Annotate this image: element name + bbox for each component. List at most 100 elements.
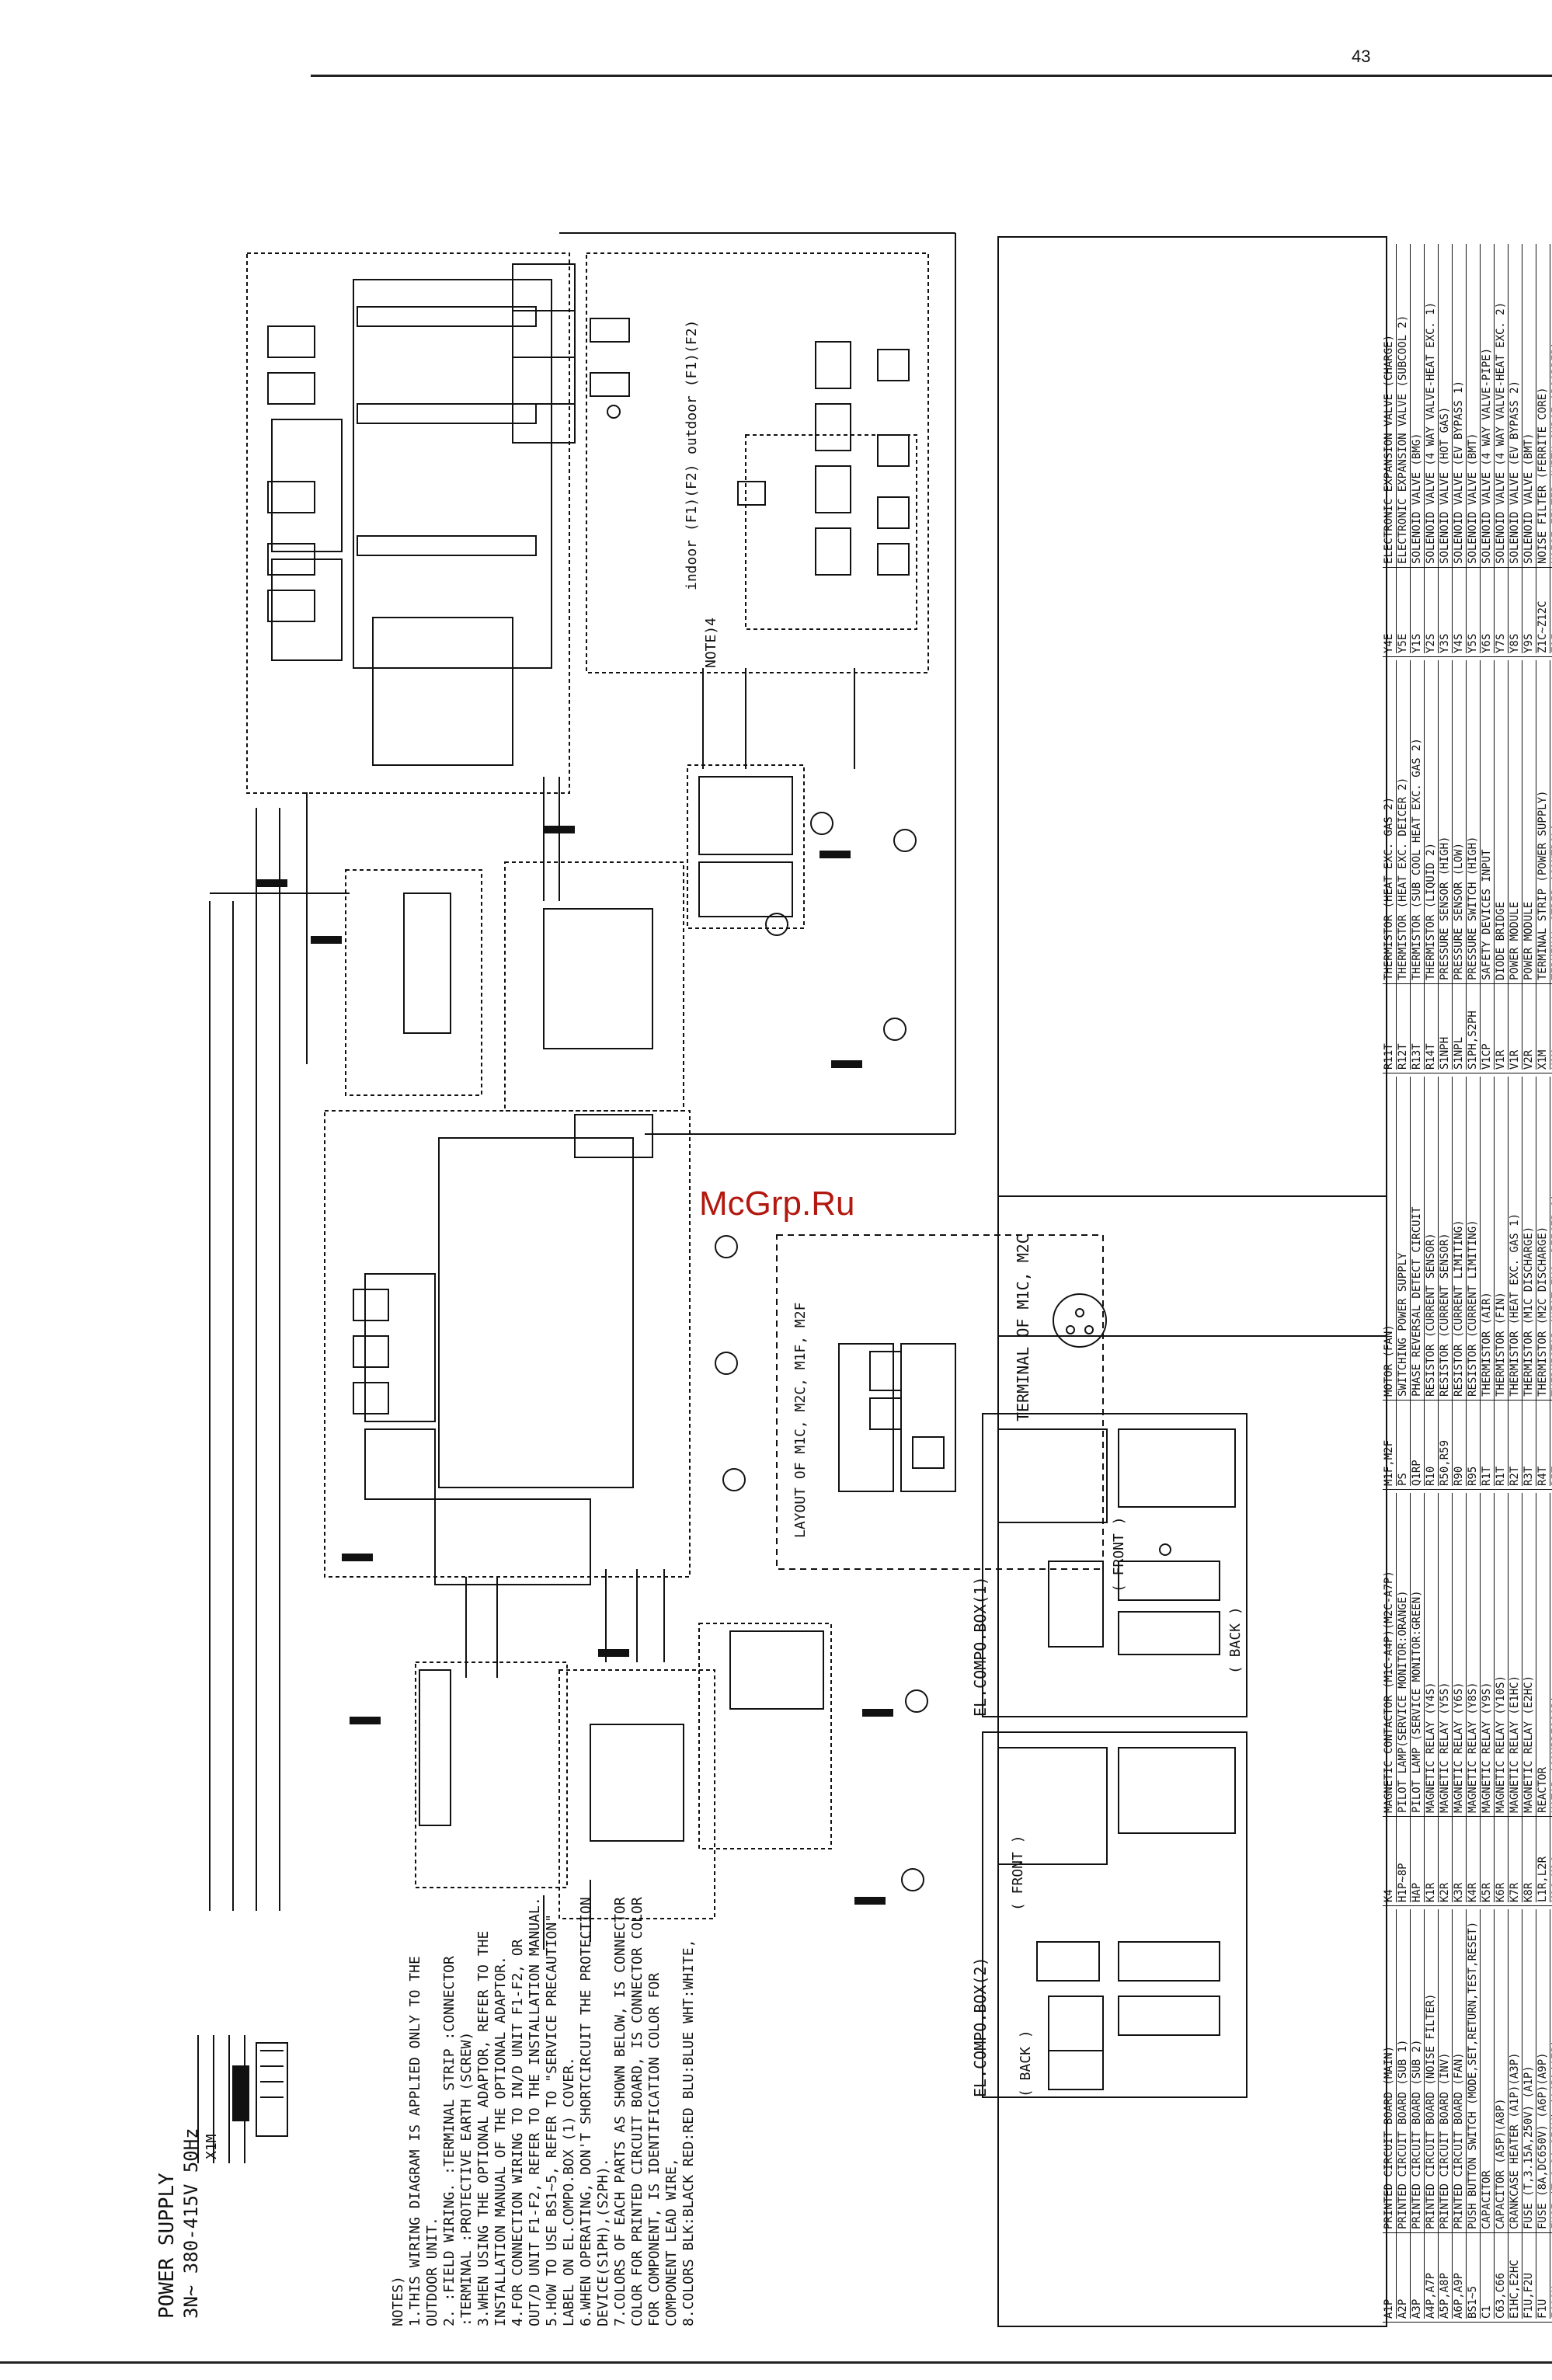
outdoor-label: outdoor (F1)(F2) (684, 319, 700, 454)
legend-description: PHASE REVERSAL DETECT CIRCUIT (1411, 1206, 1423, 1397)
legend-description: THERMISTOR (FIN) (1495, 1292, 1507, 1397)
notes-title: NOTES) (390, 2275, 406, 2326)
ferrite-cores[interactable] (256, 826, 893, 1905)
el-compo-box-2-front: ( FRONT ) (1010, 1835, 1026, 1911)
legend-code: Y4S (1453, 567, 1466, 653)
legend-code: A6P,A9P (1453, 2232, 1466, 2319)
legend-code: S1PH,S2PH (1467, 983, 1480, 1070)
legend-code: R11T (1383, 983, 1396, 1070)
legend-description: CAPACITOR (A5P)(A8P) (1495, 2098, 1507, 2229)
legend-description: RESISTOR (CURRENT SENSOR) (1425, 1233, 1437, 1397)
legend-code: K4 (1383, 1816, 1396, 1902)
legend-code: K1R (1425, 1816, 1438, 1902)
legend-description: SOLENOID VALVE (4 WAY VALVE-PIPE) (1481, 347, 1493, 564)
el-compo-box-2-title: EL.COMPO.BOX(2) (971, 1957, 990, 2097)
legend-code: R1T (1495, 1400, 1508, 1486)
legend-code: R12T (1397, 983, 1410, 1070)
legend-row: Y1S SOLENOID VALVE (BMG) (1411, 244, 1425, 653)
legend-code: A2P (1397, 2232, 1410, 2319)
legend-code: R90 (1453, 1400, 1466, 1486)
legend-description: THERMISTOR (HEAT EXC. GAS 2) (1383, 796, 1395, 980)
legend-description: SOLENOID VALVE (EV BYPASS 2) (1509, 380, 1521, 564)
sub-pcb-a2p (586, 252, 929, 673)
note-item: 5.HOW TO USE BS1~5, REFER TO "SERVICE PR… (544, 1913, 577, 2326)
legend-table-frame (997, 236, 1387, 2327)
legend-code: X1M (1536, 983, 1550, 1070)
el-compo-box-1-front: ( FRONT ) (1111, 1516, 1127, 1592)
legend-description: RESISTOR (CURRENT SENSOR) (1439, 1233, 1451, 1397)
inverter-boards-upper (345, 764, 917, 1112)
power-supply-spec: 3N~ 380-415V 50Hz (180, 2128, 202, 2319)
legend-code: Y8S (1509, 567, 1522, 653)
note-item: 1.THIS WIRING DIAGRAM IS APPLIED ONLY TO… (407, 1956, 440, 2326)
legend-description: THERMISTOR (LIQUID 2) (1425, 842, 1437, 980)
legend-code: F1U,F2U (1522, 2232, 1536, 2319)
legend-code: K6R (1495, 1816, 1508, 1902)
note-4-reference: NOTE)4 (703, 617, 719, 668)
legend-description: PRINTED CIRCUIT BOARD (INV) (1439, 2052, 1451, 2229)
legend-description: MAGNETIC RELAY (Y6S) (1453, 1682, 1465, 1813)
legend-code: C63,C66 (1495, 2232, 1508, 2319)
legend-description: SOLENOID VALVE (4 WAY VALVE-HEAT EXC. 2) (1495, 301, 1507, 564)
layout-title: LAYOUT OF M1C, M2C, M1F, M2F (792, 1302, 809, 1538)
legend-code: C1 (1481, 2232, 1494, 2319)
legend-description: DIODE BRIDGE (1495, 901, 1507, 980)
legend-description: POWER MODULE (1522, 901, 1535, 980)
notes-block: NOTES) 1.THIS WIRING DIAGRAM IS APPLIED … (390, 1891, 698, 2326)
legend-code: R14T (1425, 983, 1438, 1070)
note-item: 8.COLORS BLK:BLACK RED:RED BLU:BLUE WHT:… (680, 1939, 697, 2327)
legend-code: R13T (1411, 983, 1424, 1070)
legend-description: ELECTRONIC EXPANSION VALVE (SUBCOOL 2) (1397, 315, 1409, 564)
legend-description: PILOT LAMP (SERVICE MONITOR:GREEN) (1411, 1590, 1423, 1813)
page-number: 43 (1352, 47, 1371, 66)
legend-code: H1P~8P (1397, 1816, 1410, 1902)
legend-description: SOLENOID VALVE (4 WAY VALVE-HEAT EXC. 1) (1425, 301, 1437, 564)
legend-code: Y1S (1411, 567, 1424, 653)
legend-description: NOISE FILTER (FERRITE CORE) (1536, 387, 1549, 564)
el-compo-box-1-title: EL.COMPO.BOX(1) (971, 1576, 990, 1717)
terminal-m1c-m2c-drawing (1053, 1293, 1107, 1348)
legend-code: R1T (1481, 1400, 1494, 1486)
legend-description: REACTOR (1536, 1766, 1549, 1813)
legend-row: R11T THERMISTOR (HEAT EXC. GAS 2) (1383, 660, 1397, 1070)
legend-code: Y5E (1397, 567, 1410, 653)
note-item: 7.COLORS OF EACH PARTS AS SHOWN BELOW, I… (612, 1897, 680, 2326)
legend-code: Q1RP (1411, 1400, 1424, 1486)
top-rule (311, 75, 1552, 77)
power-supply-title: POWER SUPPLY (155, 2173, 179, 2319)
note-item: 3.WHEN USING THE OPTIONAL ADAPTOR, REFER… (475, 1930, 509, 2326)
bottom-rule (0, 2361, 1552, 2364)
legend-description: CRANKCASE HEATER (A1P)(A3P) (1509, 2052, 1521, 2229)
legend-code: R3T (1522, 1400, 1536, 1486)
legend-description: SOLENOID VALVE (BMG) (1411, 433, 1423, 564)
legend-description: CAPACITOR (1481, 2170, 1493, 2229)
legend-description: PRESSURE SWITCH (HIGH) (1467, 836, 1479, 980)
power-supply-symbol (197, 2035, 288, 2163)
legend-code: Y3S (1439, 567, 1452, 653)
